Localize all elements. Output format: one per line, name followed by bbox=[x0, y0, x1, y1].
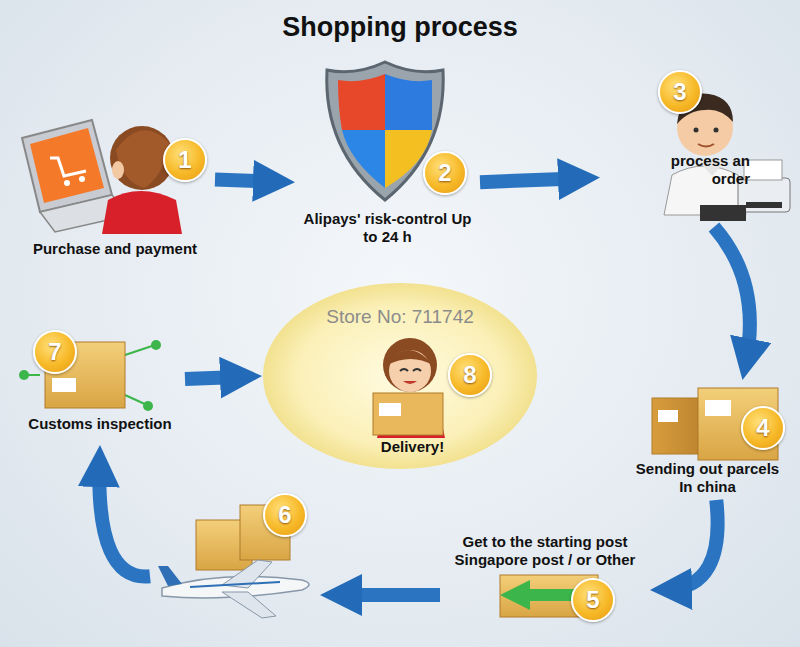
flow-arrow bbox=[480, 178, 583, 182]
step-caption: Customs inspection bbox=[15, 415, 185, 433]
flow-arrow bbox=[337, 588, 440, 602]
step-node: 7Customs inspection bbox=[15, 325, 185, 445]
callout-number: 2 bbox=[423, 151, 467, 195]
laptop-woman bbox=[22, 120, 182, 234]
flow-arrow bbox=[714, 227, 750, 364]
callout-number: 5 bbox=[571, 578, 615, 622]
step-node: 3 process an order bbox=[600, 62, 790, 227]
callout-number: 4 bbox=[741, 406, 785, 450]
callout-number: 8 bbox=[448, 353, 492, 397]
flow-arrow bbox=[185, 377, 245, 379]
flow-arrow bbox=[215, 180, 278, 182]
diagram-title: Shopping process bbox=[0, 12, 800, 43]
flow-arrow bbox=[667, 500, 718, 590]
step-caption: process an order bbox=[635, 152, 750, 188]
step-caption: Alipays' risk-control Up to 24 h bbox=[304, 210, 472, 246]
step-caption: Purchase and payment bbox=[15, 240, 215, 258]
step-node: 5 Get to the starting post Singapore post… bbox=[440, 525, 650, 625]
callout-number: 6 bbox=[263, 493, 307, 537]
callout-number: 7 bbox=[33, 330, 77, 374]
callout-number: 1 bbox=[163, 138, 207, 182]
step-node: 1Purchase and payment bbox=[15, 115, 215, 265]
step-node: 6 bbox=[150, 495, 320, 620]
step-node: 2Alipays' risk-control Up to 24 h bbox=[295, 60, 480, 248]
step-node: 8Delivery! bbox=[345, 335, 480, 460]
watermark-text: Store No: 711742 bbox=[262, 308, 538, 326]
flow-arrow bbox=[99, 462, 150, 577]
step-node: 4Sending out parcels In china bbox=[620, 380, 795, 500]
step-caption: Get to the starting post Singapore post … bbox=[440, 533, 650, 569]
step-caption: Sending out parcels In china bbox=[628, 460, 788, 496]
step-caption: Delivery! bbox=[345, 438, 480, 456]
store-ellipse: Store No: 7117428Delivery! bbox=[262, 282, 538, 470]
callout-number: 3 bbox=[658, 70, 702, 114]
